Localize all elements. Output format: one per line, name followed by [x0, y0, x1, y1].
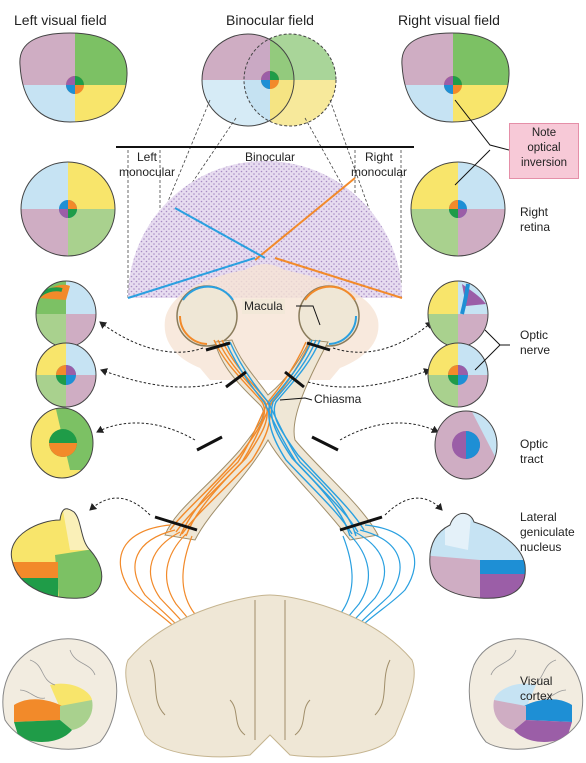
- right-optic-nerve-section-1: [425, 280, 491, 348]
- right-retina-diagram: [410, 160, 506, 258]
- left-eye: [177, 286, 237, 346]
- occipital-brain-section: [126, 595, 415, 757]
- right-optic-tract-section: [432, 408, 502, 488]
- chiasma-label: Chiasma: [314, 392, 361, 407]
- right-retina-label: Right retina: [520, 205, 550, 235]
- right-retina-line-2: retina: [520, 220, 550, 235]
- right-visual-field-diagram: [395, 25, 518, 130]
- lgn-line-3: nucleus: [520, 540, 575, 555]
- visual-cortex-line-2: cortex: [520, 689, 553, 704]
- right-monocular-line-1: Right: [338, 150, 420, 165]
- left-optic-tract-section: [28, 405, 98, 485]
- visual-cortex-label: Visual cortex: [520, 674, 553, 704]
- macula-label: Macula: [242, 299, 285, 314]
- left-monocular-line-1: Left: [106, 150, 188, 165]
- right-visual-field-title: Right visual field: [398, 12, 500, 29]
- visual-cortex-line-1: Visual: [520, 674, 553, 689]
- lgn-label: Lateral geniculate nucleus: [520, 510, 575, 555]
- optic-nerve-line-1: Optic: [520, 328, 550, 343]
- optic-tract-line-2: tract: [520, 452, 548, 467]
- right-monocular-line-2: monocular: [338, 165, 420, 180]
- left-visual-field-title: Left visual field: [14, 12, 107, 29]
- note-optical-inversion: Note optical inversion: [509, 123, 579, 179]
- optic-tract-label: Optic tract: [520, 437, 548, 467]
- right-retina-line-1: Right: [520, 205, 550, 220]
- right-monocular-label: Right monocular: [338, 150, 420, 180]
- lgn-line-1: Lateral: [520, 510, 575, 525]
- optic-nerve-line-2: nerve: [520, 343, 550, 358]
- left-retina-diagram: [20, 160, 116, 258]
- note-line-2: optical: [510, 141, 578, 156]
- binocular-visual-field-diagram: [200, 30, 340, 130]
- left-visual-cortex-diagram: [3, 639, 117, 749]
- left-visual-field-diagram: [10, 25, 135, 130]
- note-line-1: Note: [510, 126, 578, 141]
- left-optic-nerve-section-1: [30, 280, 102, 348]
- optic-tract-line-1: Optic: [520, 437, 548, 452]
- optic-nerve-label: Optic nerve: [520, 328, 550, 358]
- left-optic-nerve-section-2: [30, 343, 102, 407]
- right-optic-nerve-section-2: [428, 343, 488, 407]
- left-monocular-line-2: monocular: [106, 165, 188, 180]
- binocular-field-title: Binocular field: [208, 12, 332, 29]
- right-eye: [299, 286, 359, 346]
- lgn-line-2: geniculate: [520, 525, 575, 540]
- left-lgn-diagram: [0, 500, 120, 610]
- binocular-label: Binocular: [220, 150, 320, 165]
- left-monocular-label: Left monocular: [106, 150, 188, 180]
- note-line-3: inversion: [510, 156, 578, 171]
